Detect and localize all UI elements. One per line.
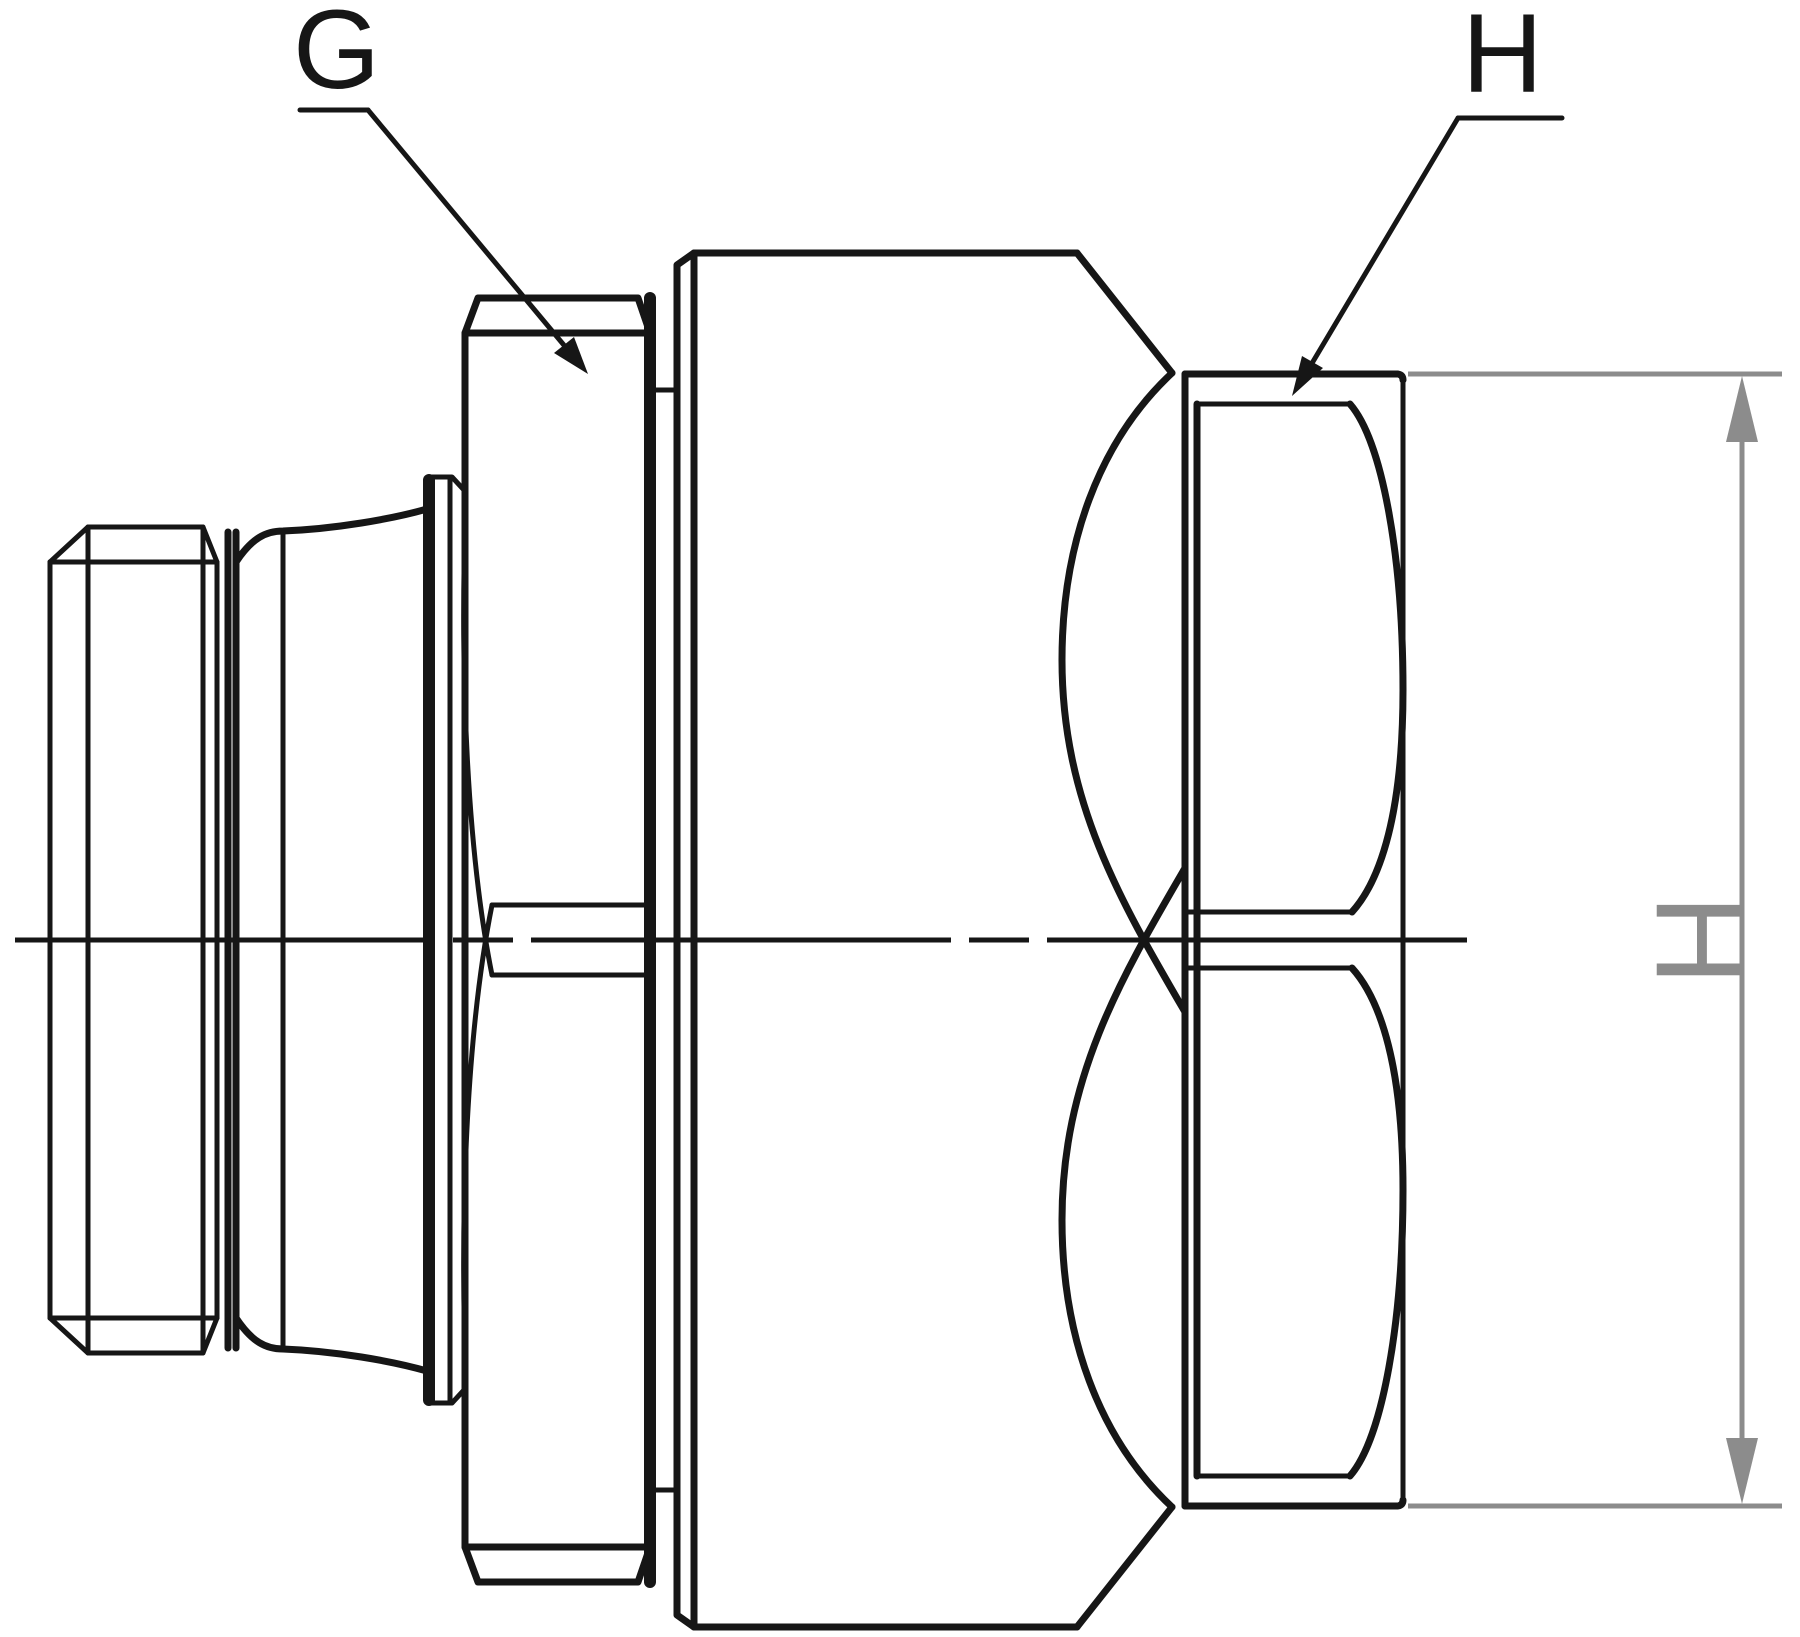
h-leader-arrowhead (1292, 356, 1323, 396)
h-nut-face-arcs (1346, 400, 1407, 1480)
g-thread-label: G (293, 0, 380, 112)
height-dimension: H (1408, 371, 1782, 1509)
h-leader-line (1302, 115, 1461, 378)
g-thread-hex-section (461, 292, 680, 1588)
male-thread-end (47, 524, 220, 1356)
h-hex-nut (1181, 370, 1407, 1510)
cone-transition (232, 505, 431, 1375)
h-callout: H (1292, 0, 1565, 396)
thread-root-lines (47, 559, 220, 1321)
g-callout: G (293, 0, 588, 374)
h-dimension-label: H (1630, 895, 1771, 986)
main-body (673, 249, 1189, 1631)
h-flat-label: H (1462, 0, 1543, 116)
flange-ring (423, 474, 467, 1406)
dimension-arrow-down (1726, 1438, 1758, 1504)
g-leader-arrowhead (554, 337, 588, 374)
h-nut-center-band (1182, 909, 1355, 971)
body-to-nut-arcs (1058, 369, 1189, 1511)
neck-groove (224, 528, 240, 1352)
dimension-arrow-up (1726, 376, 1758, 442)
body-right-chamfers (1073, 249, 1176, 1631)
g-section-center-band (489, 902, 653, 978)
g-leader-line (365, 107, 581, 365)
g-section-face-arcs (461, 494, 495, 1386)
step-connectors (647, 387, 680, 1493)
